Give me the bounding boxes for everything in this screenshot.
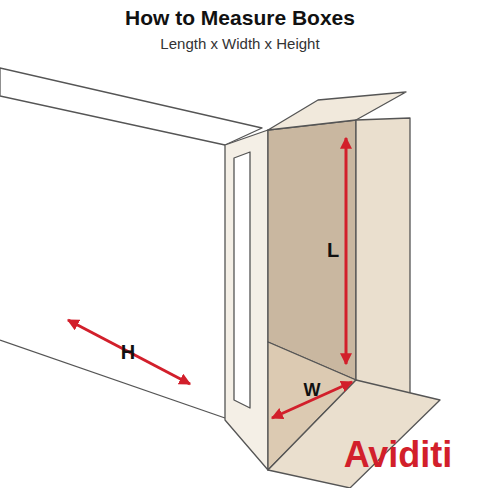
dimension-letter: L — [325, 239, 341, 262]
dimension-letter: H — [121, 341, 135, 364]
height-arrow — [68, 320, 190, 384]
watermark: Aviditi — [344, 434, 453, 476]
title: How to Measure Boxes — [125, 6, 355, 30]
length-arrow — [345, 138, 348, 364]
dimension-letter: W — [304, 380, 321, 401]
subtitle: Length x Width x Height — [160, 35, 319, 52]
